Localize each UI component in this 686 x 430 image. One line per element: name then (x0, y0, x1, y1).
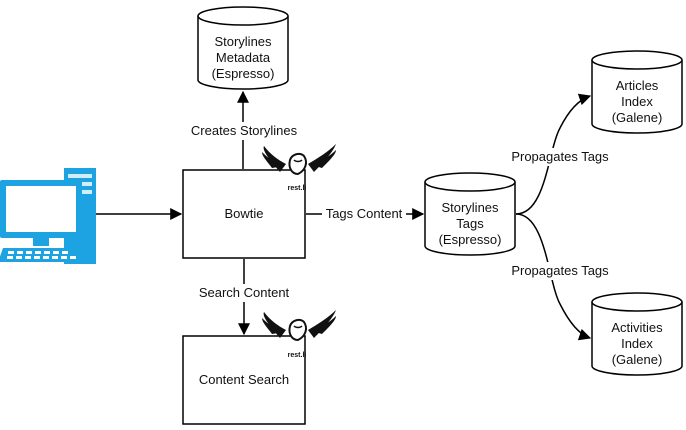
search-content-label: Search Content (199, 285, 290, 300)
bowtie-service: Bowtie (182, 169, 306, 259)
pegasus-logo-icon: rest.li (262, 310, 336, 359)
storylines-metadata-db: Storylines Metadata (Espresso) (197, 6, 289, 90)
propagates-tags-top-label: Propagates Tags (511, 149, 609, 164)
storylines-tags-line-3: (Espresso) (439, 232, 502, 247)
desktop-computer-icon (0, 168, 96, 264)
articles-index-line-3: (Galene) (612, 110, 663, 125)
restli-badge-label: rest.li (288, 185, 307, 192)
content-search-label: Content Search (199, 372, 289, 387)
activities-index-line-2: Index (621, 336, 653, 351)
pegasus-logo-icon: rest.li (262, 144, 336, 192)
activities-index-db: Activities Index (Galene) (591, 292, 683, 376)
storylines-tags-db: Storylines Tags (Espresso) (424, 172, 516, 256)
restli-badge-label: rest.li (288, 352, 307, 359)
storylines-metadata-line-2: Metadata (216, 50, 271, 65)
storylines-tags-line-2: Tags (456, 216, 484, 231)
storylines-metadata-line-3: (Espresso) (212, 66, 275, 81)
edge-tags-to-activities (515, 213, 592, 341)
storylines-metadata-line-1: Storylines (214, 34, 272, 49)
bowtie-label: Bowtie (224, 206, 263, 221)
articles-index-line-2: Index (621, 94, 653, 109)
storylines-tags-line-1: Storylines (441, 200, 499, 215)
propagates-tags-bottom-label: Propagates Tags (511, 263, 609, 278)
edge-tags-to-articles (515, 93, 592, 215)
tags-content-label: Tags Content (326, 206, 403, 221)
creates-storylines-label: Creates Storylines (191, 123, 298, 138)
activities-index-line-3: (Galene) (612, 352, 663, 367)
activities-index-line-1: Activities (611, 320, 663, 335)
articles-index-line-1: Articles (616, 78, 659, 93)
content-search-service: Content Search (182, 335, 306, 425)
articles-index-db: Articles Index (Galene) (591, 50, 683, 134)
